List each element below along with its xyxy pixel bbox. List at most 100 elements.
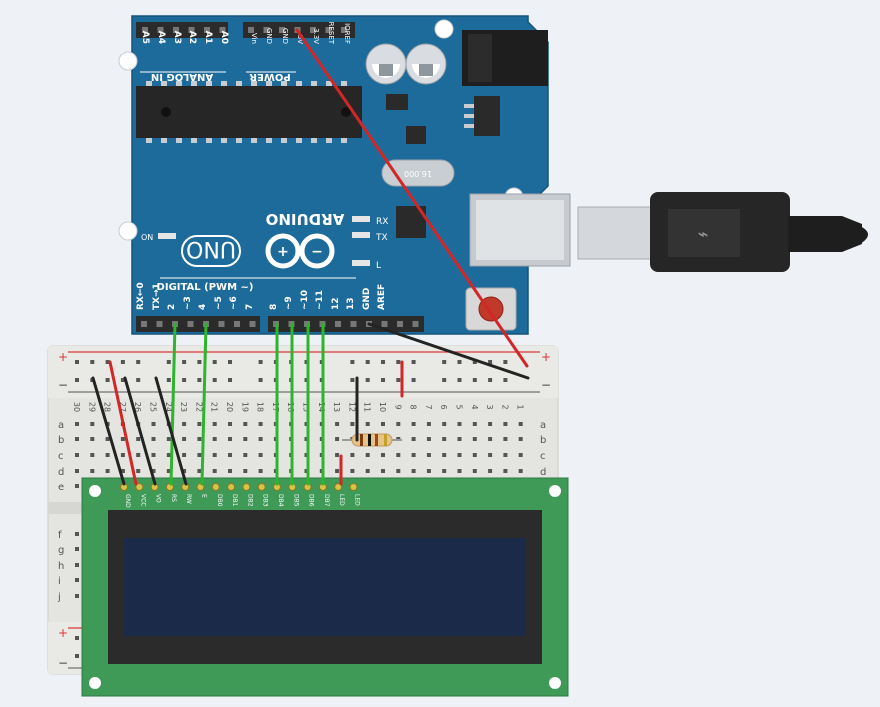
- terminal-hole: [136, 469, 141, 473]
- chip-leg: [206, 81, 212, 86]
- lcd-pin[interactable]: [211, 483, 220, 491]
- wire-rw[interactable]: [154, 376, 188, 486]
- header-pin[interactable]: [381, 321, 388, 327]
- terminal-hole: [426, 469, 431, 473]
- column-number: 6: [439, 404, 448, 409]
- row-letter: i: [58, 576, 61, 587]
- header-pin[interactable]: [219, 27, 226, 33]
- header-pin[interactable]: [218, 321, 225, 327]
- header-pin[interactable]: [188, 27, 195, 33]
- rail-hole: [457, 360, 462, 364]
- header-pin[interactable]: [142, 27, 148, 33]
- wire-gnd[interactable]: [367, 322, 530, 380]
- terminal-hole: [212, 453, 217, 457]
- lcd-pin-label: LED: [354, 494, 361, 506]
- terminal-hole: [136, 437, 141, 441]
- column-number: 29: [87, 402, 96, 412]
- rail-hole: [75, 360, 79, 364]
- terminal-hole: [258, 469, 263, 473]
- wire-5v[interactable]: [295, 28, 529, 368]
- rail-hole: [75, 654, 79, 658]
- column-number: 3: [485, 404, 494, 409]
- rail-hole: [442, 378, 447, 382]
- rail-hole: [258, 360, 263, 364]
- header-pin[interactable]: [173, 27, 179, 33]
- lcd-pin[interactable]: [135, 483, 144, 491]
- rail-hole: [105, 378, 110, 382]
- wire-e[interactable]: [200, 322, 208, 486]
- header-pin[interactable]: [248, 27, 254, 33]
- chip-leg: [191, 81, 197, 86]
- column-number: 14: [317, 402, 326, 412]
- column-number: 25: [149, 402, 158, 412]
- lcd-pin[interactable]: [334, 483, 343, 491]
- header-pin[interactable]: [350, 321, 357, 327]
- header-pin[interactable]: [412, 321, 419, 327]
- rail-hole: [411, 360, 416, 364]
- terminal-hole: [90, 469, 95, 473]
- terminal-hole: [258, 422, 263, 426]
- terminal-hole: [411, 422, 416, 426]
- header-pin[interactable]: [204, 27, 210, 33]
- terminal-hole: [258, 437, 263, 441]
- column-number: 4: [470, 404, 479, 409]
- terminal-hole: [472, 453, 477, 457]
- digital-pin-label: 8: [269, 304, 279, 310]
- header-pin[interactable]: [310, 27, 316, 33]
- terminal-hole: [518, 469, 523, 473]
- reset-button[interactable]: [465, 287, 517, 331]
- header-pin[interactable]: [341, 27, 347, 33]
- wire-vo[interactable]: [123, 376, 157, 486]
- digital-pin-label: GND: [362, 288, 372, 310]
- terminal-hole: [197, 437, 202, 441]
- header-pin[interactable]: [157, 27, 164, 33]
- header-pin[interactable]: [187, 321, 194, 327]
- power-pin-label: 3.3V: [312, 28, 320, 44]
- rail-hole: [228, 378, 232, 382]
- power-pin-label: IOREF: [343, 23, 351, 44]
- wire-rs[interactable]: [169, 322, 177, 486]
- chip-leg: [146, 138, 152, 143]
- column-number: 21: [210, 402, 219, 412]
- header-pin[interactable]: [279, 27, 285, 33]
- digital-pin-label: TX→1: [152, 283, 162, 310]
- terminal-hole: [335, 469, 340, 473]
- header-pin[interactable]: [249, 321, 256, 327]
- header-pin[interactable]: [325, 27, 332, 33]
- header-pin[interactable]: [141, 321, 147, 327]
- lcd-pin[interactable]: [227, 483, 236, 491]
- chip-leg: [296, 138, 302, 143]
- header-pin[interactable]: [234, 321, 240, 327]
- terminal-hole: [442, 453, 447, 457]
- on-led: [158, 233, 176, 239]
- rail-hole: [136, 360, 141, 364]
- column-number: 18: [256, 402, 265, 412]
- header-pin[interactable]: [156, 321, 163, 327]
- power-pin-label: GND: [281, 28, 289, 44]
- column-number: 8: [409, 404, 418, 409]
- terminal-hole: [518, 422, 523, 426]
- terminal-hole: [335, 422, 340, 426]
- chip-leg: [251, 81, 257, 86]
- terminal-hole: [503, 437, 508, 441]
- resistor[interactable]: [342, 433, 402, 447]
- lcd-pin[interactable]: [257, 483, 266, 491]
- lcd-pin[interactable]: [349, 483, 358, 491]
- wire-lcd-gnd[interactable]: [91, 376, 126, 486]
- header-pin[interactable]: [335, 321, 341, 327]
- header-pin[interactable]: [397, 321, 403, 327]
- power-label: POWER: [249, 71, 291, 82]
- chip-leg: [326, 138, 332, 143]
- column-number: 10: [378, 402, 387, 412]
- wire-lcd-vcc[interactable]: [108, 360, 138, 486]
- capacitor: [365, 43, 407, 85]
- lcd-pin[interactable]: [242, 483, 251, 491]
- chip-leg: [161, 138, 167, 143]
- header-pin[interactable]: [263, 27, 270, 33]
- tx-led: [352, 232, 370, 238]
